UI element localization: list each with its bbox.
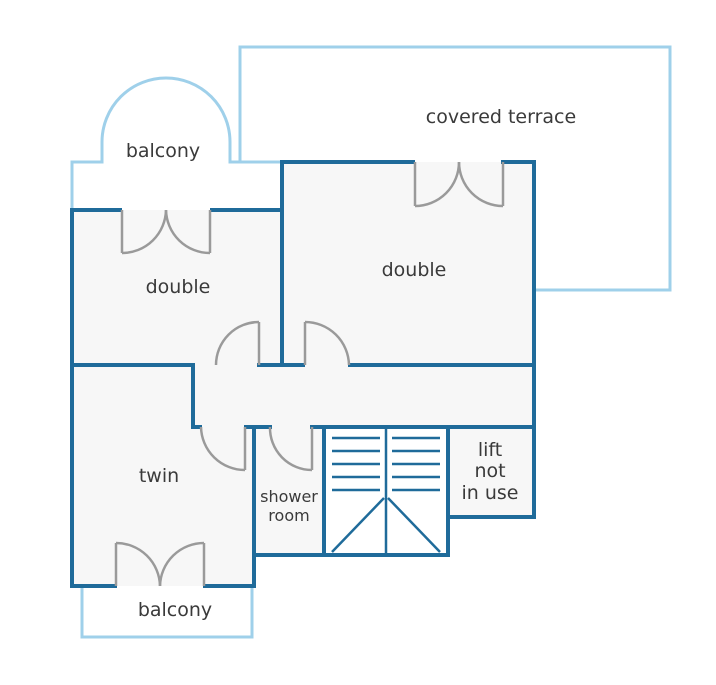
label-balcony-bottom: balcony <box>138 599 212 621</box>
room-lift <box>448 427 534 517</box>
label-lift-line3: in use <box>462 482 519 504</box>
label-double-right: double <box>382 259 447 281</box>
label-twin: twin <box>139 465 179 487</box>
stair-treads <box>332 436 440 492</box>
label-balcony-top: balcony <box>126 140 200 162</box>
label-shower-line1: shower <box>260 487 318 506</box>
label-shower-line2: room <box>268 506 309 525</box>
label-lift-line1: lift <box>478 439 502 461</box>
door-twin-hall <box>199 426 247 472</box>
stair-diagonal-left <box>331 497 385 553</box>
label-lift-line2: not <box>474 460 505 482</box>
room-double-right <box>282 162 534 365</box>
balcony-top-outline <box>70 76 282 210</box>
label-double-left: double <box>146 276 211 298</box>
door-double-left-balcony <box>120 209 212 255</box>
doors <box>114 161 505 587</box>
walls <box>70 160 536 588</box>
covered-terrace-outline <box>238 45 672 292</box>
outdoor-areas <box>70 45 672 639</box>
room-labels: covered terrace balcony double double tw… <box>126 106 576 621</box>
door-double-right-hall <box>303 320 351 366</box>
staircase <box>331 427 441 555</box>
door-double-left-hall <box>214 320 261 366</box>
door-twin-balcony <box>114 541 206 587</box>
door-double-right-terrace <box>413 161 505 208</box>
stair-diagonal-right <box>387 497 441 553</box>
door-shower-hall <box>268 426 314 472</box>
room-floors <box>72 162 534 586</box>
room-double-left <box>72 210 282 365</box>
balcony-bottom-outline <box>80 586 254 639</box>
hallway <box>193 365 534 427</box>
label-covered-terrace: covered terrace <box>426 106 576 128</box>
